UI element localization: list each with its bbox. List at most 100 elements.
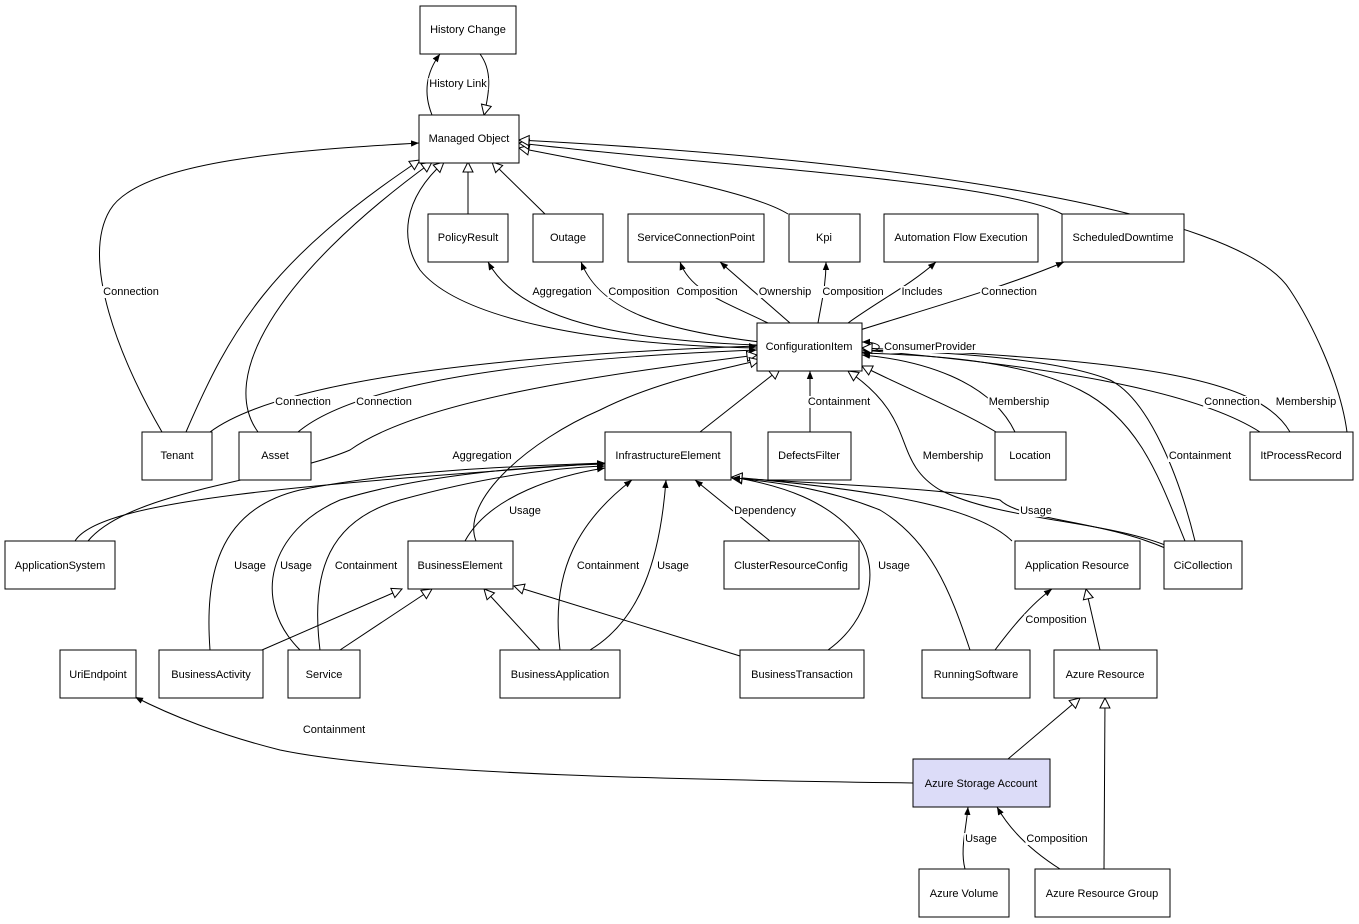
node-label: Asset	[261, 450, 289, 462]
node-managed-object[interactable]: Managed Object	[418, 114, 520, 164]
edge-history-link	[426, 53, 441, 116]
node-it-process-record[interactable]: ItProcessRecord	[1249, 431, 1354, 481]
edge-label-background	[656, 560, 690, 572]
edge-label-background	[675, 286, 739, 298]
node-cluster-resource-config[interactable]: ClusterResourceConfig	[723, 540, 860, 590]
node-label: BusinessElement	[418, 560, 503, 572]
edge-label-background	[883, 341, 978, 353]
edge-label-background	[806, 396, 872, 408]
node-business-element[interactable]: BusinessElement	[407, 540, 514, 590]
node-label: Azure Resource Group	[1046, 888, 1159, 900]
edge-label: Containment	[335, 560, 397, 572]
node-application-system[interactable]: ApplicationSystem	[4, 540, 116, 590]
node-uri-endpoint[interactable]: UriEndpoint	[59, 649, 137, 699]
edge-label-background	[1274, 396, 1338, 408]
edge-service-containment-ie	[317, 463, 606, 651]
diagram-nodes: History Change Managed Object PolicyResu…	[4, 5, 1354, 918]
node-label: ApplicationSystem	[15, 560, 106, 572]
edge-azure-storage-account-to-azure-resource	[1007, 698, 1080, 760]
edge-labels: History Link Connection Aggregation Comp…	[102, 78, 1338, 845]
node-ci-collection[interactable]: CiCollection	[1163, 540, 1243, 590]
node-defects-filter[interactable]: DefectsFilter	[767, 431, 852, 481]
node-location[interactable]: Location	[994, 431, 1067, 481]
edge-label: Usage	[657, 560, 689, 572]
edge-label: Connection	[103, 286, 159, 298]
edge-label: Usage	[234, 560, 266, 572]
edge-label-background	[508, 505, 542, 517]
node-service-connection-point[interactable]: ServiceConnectionPoint	[627, 213, 765, 263]
edge-label-background	[333, 560, 399, 572]
node-label: ItProcessRecord	[1260, 450, 1341, 462]
node-label: BusinessTransaction	[751, 669, 853, 681]
node-label: UriEndpoint	[69, 669, 126, 681]
node-azure-resource-group[interactable]: Azure Resource Group	[1034, 868, 1171, 918]
edge-label: Composition	[608, 286, 669, 298]
edge-location-membership-ci	[861, 352, 1016, 433]
node-tenant[interactable]: Tenant	[141, 431, 213, 481]
node-asset[interactable]: Asset	[238, 431, 312, 481]
edge-label-background	[877, 560, 911, 572]
node-label: PolicyResult	[438, 232, 499, 244]
edge-label: Composition	[1026, 833, 1087, 845]
edge-label-background	[355, 396, 413, 408]
edge-tenant-connection-managed-object	[99, 140, 420, 433]
edge-label: Composition	[822, 286, 883, 298]
edge-label: Connection	[981, 286, 1037, 298]
node-label: ClusterResourceConfig	[734, 560, 848, 572]
node-label: Azure Volume	[930, 888, 998, 900]
edge-service-usage-ie	[271, 461, 606, 651]
edge-label-background	[451, 450, 513, 462]
node-business-transaction[interactable]: BusinessTransaction	[739, 649, 865, 699]
edge-configuration-item-to-managed-object	[407, 162, 758, 349]
node-label: DefectsFilter	[778, 450, 840, 462]
edge-business-transaction-to-business-element	[514, 586, 741, 657]
edge-label-background	[733, 505, 798, 517]
edge-business-element-usage-ie	[464, 466, 606, 542]
edge-it-process-record-to-ci	[862, 348, 1291, 433]
node-automation-flow-execution[interactable]: Automation Flow Execution	[883, 213, 1039, 263]
edge-label: Includes	[902, 286, 943, 298]
node-infrastructure-element[interactable]: InfrastructureElement	[604, 431, 732, 481]
node-label: RunningSoftware	[934, 669, 1018, 681]
node-history-change[interactable]: History Change	[419, 5, 517, 55]
edge-label: History Link	[429, 78, 487, 90]
node-business-application[interactable]: BusinessApplication	[499, 649, 621, 699]
edge-azure-resource-group-to-azure-resource	[1104, 698, 1105, 870]
node-label: Automation Flow Execution	[894, 232, 1027, 244]
edge-label: Connection	[275, 396, 331, 408]
edge-label: Containment	[577, 560, 639, 572]
node-scheduled-downtime[interactable]: ScheduledDowntime	[1061, 213, 1185, 263]
node-label: ScheduledDowntime	[1073, 232, 1174, 244]
edge-label: Membership	[989, 396, 1050, 408]
edge-label-background	[980, 286, 1038, 298]
node-kpi[interactable]: Kpi	[788, 213, 861, 263]
node-azure-storage-account[interactable]: Azure Storage Account	[912, 758, 1051, 808]
node-azure-volume[interactable]: Azure Volume	[918, 868, 1010, 918]
edge-ci-connection-scheduled-downtime	[859, 261, 1065, 331]
node-application-resource[interactable]: Application Resource	[1014, 540, 1141, 590]
edge-label-background	[821, 286, 885, 298]
node-azure-resource[interactable]: Azure Resource	[1053, 649, 1158, 699]
edge-label-background	[575, 560, 641, 572]
node-service[interactable]: Service	[287, 649, 361, 699]
node-label: InfrastructureElement	[615, 450, 720, 462]
edge-label: Membership	[923, 450, 984, 462]
node-business-activity[interactable]: BusinessActivity	[158, 649, 264, 699]
node-label: History Change	[430, 24, 506, 36]
edge-label: Composition	[1025, 614, 1086, 626]
edge-label-background	[279, 560, 313, 572]
node-outage[interactable]: Outage	[532, 213, 604, 263]
edge-label-background	[607, 286, 671, 298]
edge-azure-storage-account-containment-uri	[134, 696, 914, 784]
node-policy-result[interactable]: PolicyResult	[427, 213, 509, 263]
edge-it-process-record-to-managed-object	[519, 140, 1348, 433]
edge-business-element-to-ci	[473, 360, 760, 542]
edge-label: ConsumerProvider	[884, 341, 976, 353]
edge-label-background	[964, 833, 998, 845]
node-running-software[interactable]: RunningSoftware	[921, 649, 1031, 699]
edge-label-background	[1025, 833, 1089, 845]
edge-label: Usage	[509, 505, 541, 517]
node-label: Managed Object	[429, 133, 510, 145]
node-configuration-item[interactable]: ConfigurationItem	[756, 322, 863, 372]
